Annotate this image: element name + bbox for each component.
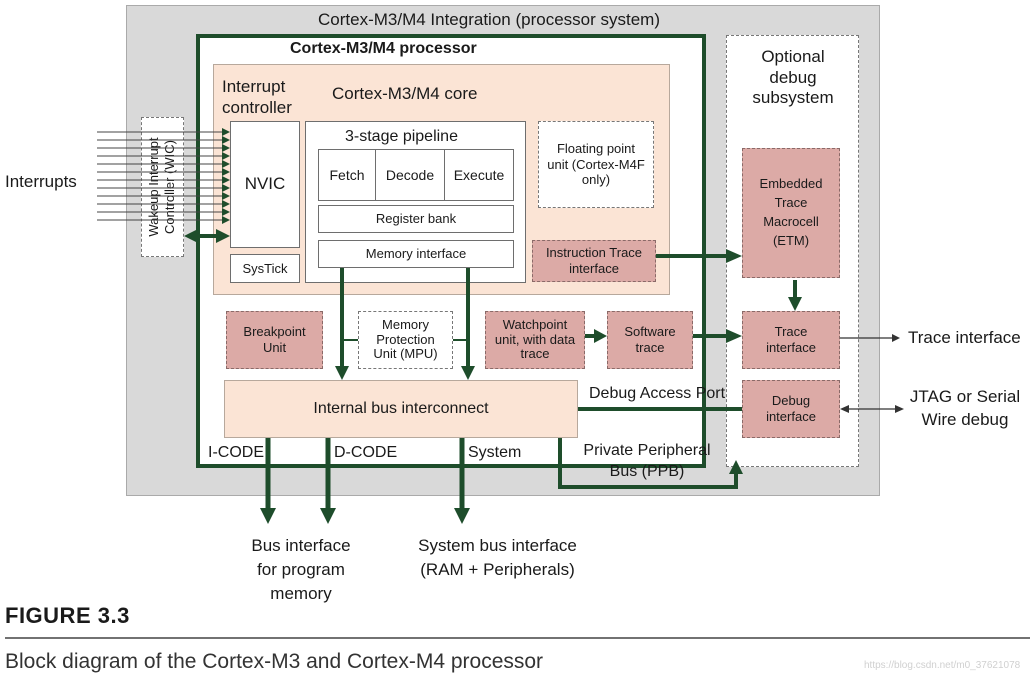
i-code-label: I-CODE bbox=[208, 444, 264, 461]
d-code-label: D-CODE bbox=[334, 444, 398, 461]
fpu-block: Floating point unit (Cortex-M4F only) bbox=[538, 121, 654, 208]
bus-program-memory-label: Bus interface for program memory bbox=[251, 536, 351, 603]
debug-subsystem-title: Optional debug subsystem bbox=[752, 47, 834, 108]
trace-interface-block: Trace interface bbox=[742, 311, 840, 369]
nvic-block: NVIC bbox=[230, 121, 300, 248]
ppb-label: Private Peripheral Bus (PPB) bbox=[583, 442, 711, 480]
interrupt-lines bbox=[97, 131, 228, 221]
interrupt-arrowheads bbox=[222, 128, 230, 224]
jtag-label: JTAG or Serial Wire debug bbox=[909, 387, 1021, 429]
system-label: System bbox=[468, 444, 522, 461]
register-bank: Register bank bbox=[318, 205, 514, 233]
systick-block: SysTick bbox=[230, 254, 300, 283]
pipeline-title: 3-stage pipeline bbox=[345, 128, 458, 145]
debug-interface-block: Debug interface bbox=[742, 380, 840, 438]
mpu-block: Memory Protection Unit (MPU) bbox=[358, 311, 453, 369]
software-trace-block: Software trace bbox=[607, 311, 693, 369]
instruction-trace-block: Instruction Trace interface bbox=[532, 240, 656, 282]
bus-interconnect: Internal bus interconnect bbox=[224, 380, 578, 438]
system-bus-label: System bus interface (RAM + Peripherals) bbox=[418, 536, 577, 579]
fetch-stage: Fetch bbox=[318, 149, 376, 201]
decode-stage: Decode bbox=[375, 149, 445, 201]
watchpoint-unit: Watchpoint unit, with data trace bbox=[485, 311, 585, 369]
etm-block: Embedded Trace Macrocell (ETM) bbox=[742, 148, 840, 278]
core-title: Cortex-M3/M4 core bbox=[332, 84, 478, 103]
trace-interface-output-label: Trace interface bbox=[908, 328, 1021, 347]
interrupt-controller-label: Interrupt controller bbox=[222, 77, 292, 118]
figure-caption: Block diagram of the Cortex-M3 and Corte… bbox=[5, 650, 544, 673]
breakpoint-unit: Breakpoint Unit bbox=[226, 311, 323, 369]
execute-stage: Execute bbox=[444, 149, 514, 201]
integration-title: Cortex-M3/M4 Integration (processor syst… bbox=[318, 10, 660, 29]
debug-access-port-label: Debug Access Port bbox=[589, 385, 726, 402]
figure-label: FIGURE 3.3 bbox=[5, 603, 130, 628]
watermark: https://blog.csdn.net/m0_37621078 bbox=[864, 660, 1021, 671]
processor-title: Cortex-M3/M4 processor bbox=[290, 40, 477, 57]
interrupts-label: Interrupts bbox=[5, 172, 77, 191]
memory-interface: Memory interface bbox=[318, 240, 514, 268]
